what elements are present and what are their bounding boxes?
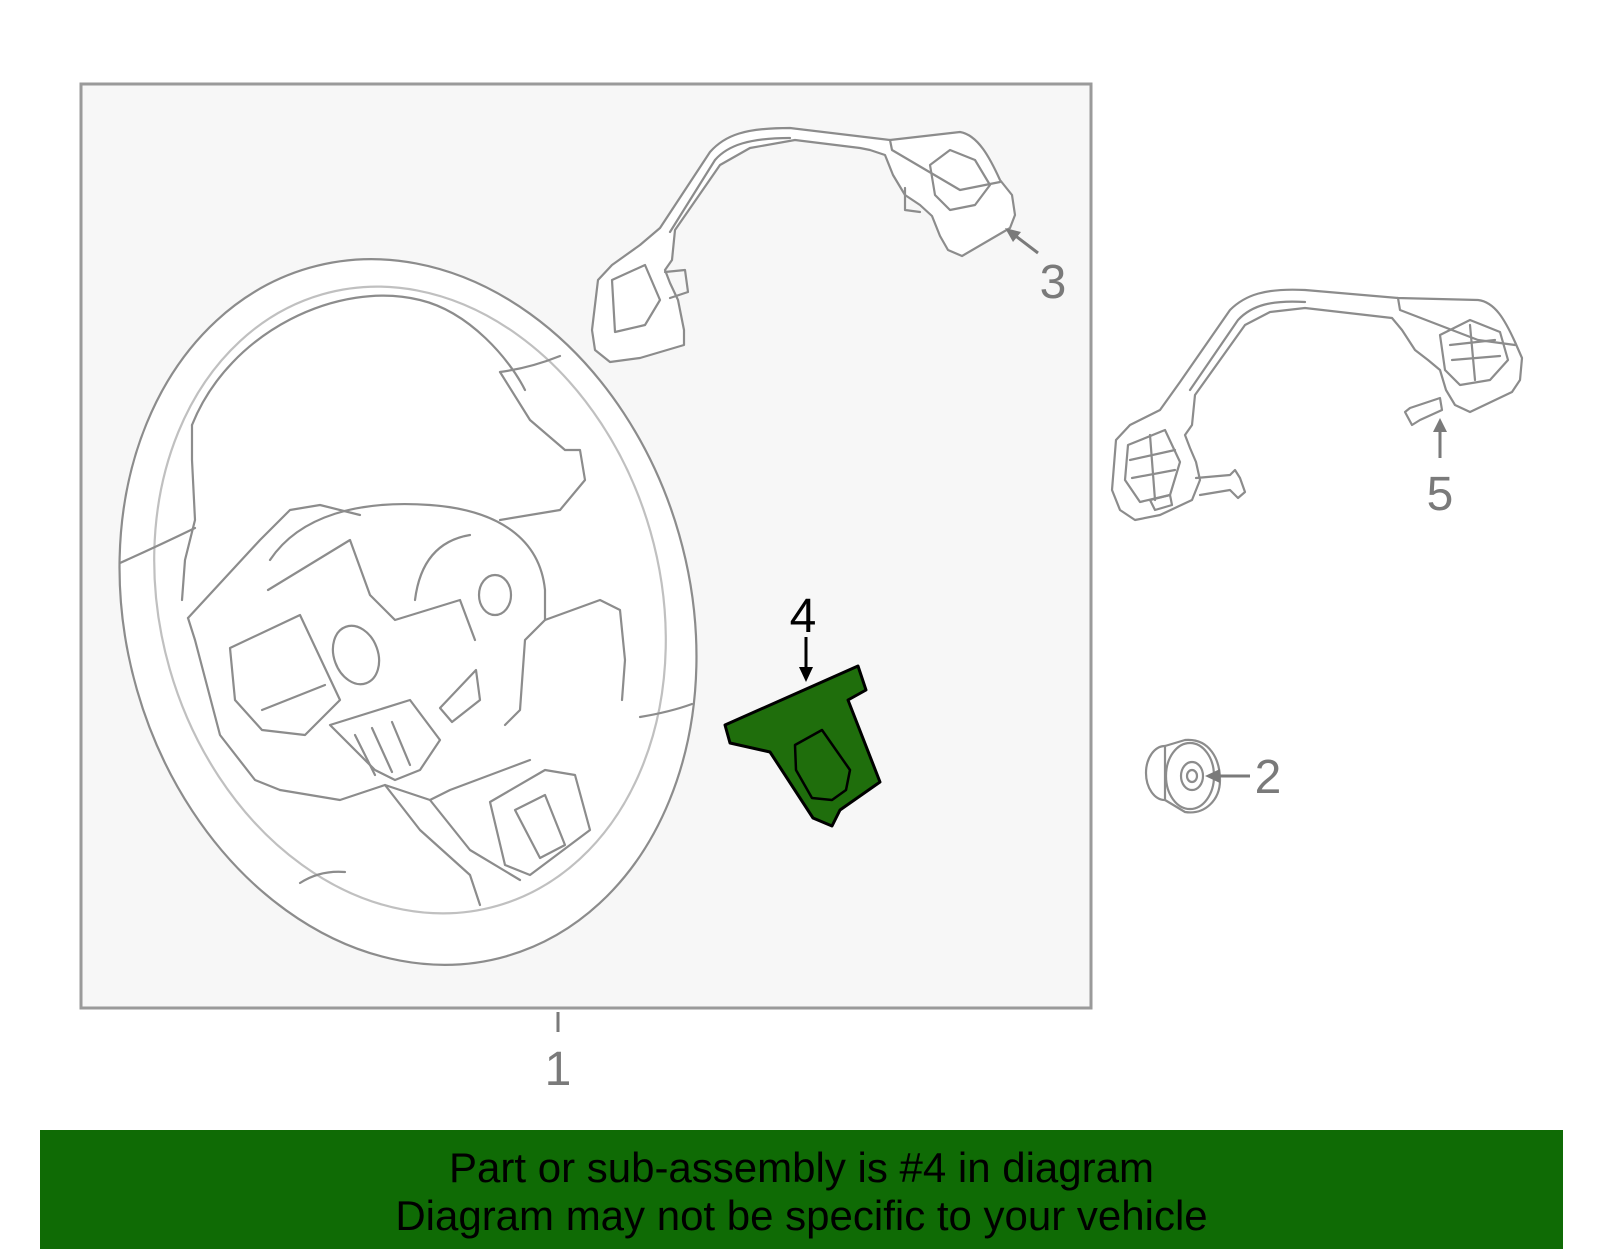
callout-1: 1 (545, 1043, 572, 1096)
switch-assembly-5-illustration[interactable] (1110, 288, 1524, 522)
plug-2-illustration[interactable] (1144, 738, 1222, 814)
callout-4: 4 (790, 590, 817, 643)
part-4-highlighted-illustration[interactable] (723, 664, 882, 828)
banner-line-1: Part or sub-assembly is #4 in diagram (449, 1144, 1154, 1191)
switch-assembly-3-illustration[interactable] (590, 126, 1017, 364)
info-banner: Part or sub-assembly is #4 in diagram Di… (40, 1130, 1563, 1249)
callout-3: 3 (1040, 256, 1067, 309)
callout-5: 5 (1427, 468, 1454, 521)
banner-line-2: Diagram may not be specific to your vehi… (395, 1192, 1208, 1239)
leader-lines (556, 228, 1447, 1032)
callout-2: 2 (1255, 751, 1282, 804)
steering-wheel-illustration[interactable] (38, 190, 778, 1034)
